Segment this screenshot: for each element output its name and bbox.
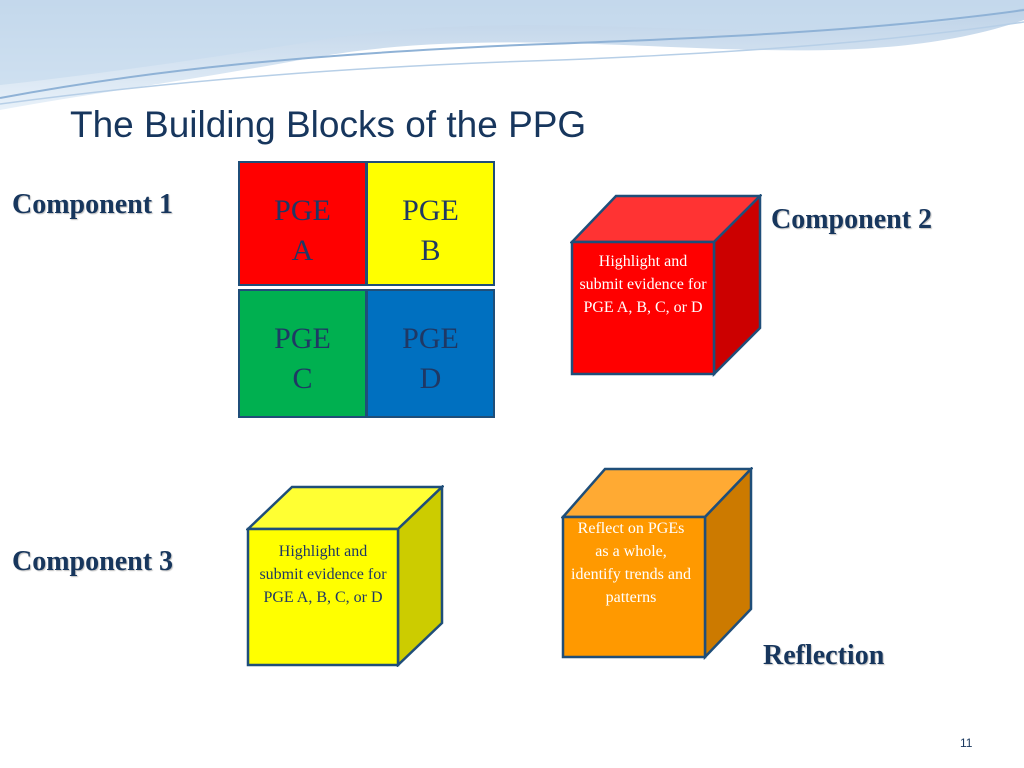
pge-d-block: PGE D [366,289,495,418]
slide-title: The Building Blocks of the PPG [70,104,587,145]
page-number: 11 [960,736,973,750]
pge-d-line2: D [419,362,442,395]
pge-c-block: PGE C [238,289,367,418]
pge-a-block: PGE A [238,161,367,286]
pge-d-line1: PGE [402,322,459,355]
background-waves [0,0,1024,110]
yellow-cube-text: Highlight and submit evidence for PGE A,… [259,543,387,606]
pge-a-line1: PGE [274,194,331,227]
component-3-label: Component 3 [12,546,174,577]
pge-b-line1: PGE [402,194,459,227]
reflection-label: Reflection [763,640,885,671]
yellow-cube [246,485,444,667]
orange-cube-text: Reflect on PGEs as a whole, identify tre… [571,520,691,606]
pge-c-line1: PGE [274,322,331,355]
pge-b-block: PGE B [366,161,495,286]
red-cube [570,194,762,378]
pge-b-line2: B [420,234,441,267]
pge-grid: PGE A PGE B PGE C PGE D [238,161,504,418]
pge-a-line2: A [291,234,314,267]
orange-cube [561,467,753,660]
red-cube-text: Highlight and submit evidence for PGE A,… [579,253,707,316]
component-1-label: Component 1 [12,189,174,220]
pge-c-line2: C [292,362,313,395]
component-2-label: Component 2 [771,204,933,235]
